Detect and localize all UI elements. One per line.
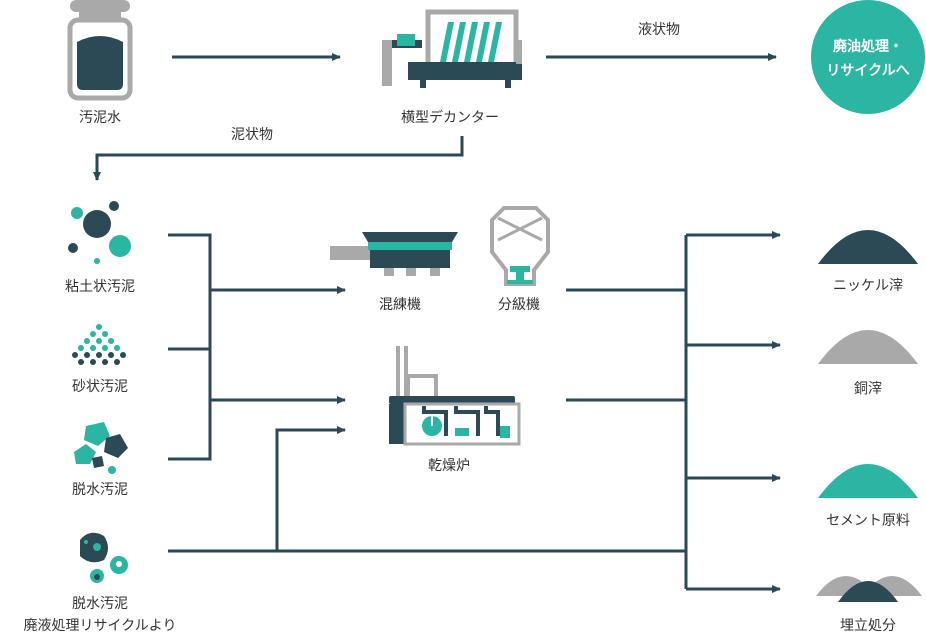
sludge-jar-icon: [67, 0, 133, 101]
kneader-icon: [330, 232, 458, 276]
clay-label: 粘土状汚泥: [65, 279, 135, 295]
nickel-slag-pile-icon: [818, 230, 918, 264]
arrow-recycle-to-dryer: [275, 426, 346, 551]
decanter-label: 横型デカンター: [401, 109, 499, 126]
liquid-label: 液状物: [638, 22, 680, 38]
cement-material-pile-icon: [818, 464, 918, 498]
sludge-label: 汚泥水: [79, 110, 121, 126]
line-clay: [168, 233, 212, 461]
arrow-decanter-to-clay: [93, 136, 464, 181]
dewatered-sludge-icon: [74, 422, 128, 474]
cement-label: セメント原料: [826, 513, 910, 529]
dewatered-label: 脱水汚泥: [72, 482, 128, 498]
kneader-label: 混練機: [379, 297, 421, 313]
dryer-icon: [389, 346, 521, 446]
dewatered-recycle-label-1: 脱水汚泥: [72, 596, 128, 612]
copper-label: 銅滓: [854, 380, 882, 397]
waste-oil-recycle-circle: [811, 0, 925, 114]
landfill-pile-icon: [816, 576, 922, 602]
dryer-label: 乾燥炉: [428, 458, 470, 474]
landfill-label: 埋立処分: [840, 618, 896, 633]
dewatered-sludge-recycle-icon: [80, 532, 128, 583]
muddy-label: 泥状物: [231, 127, 273, 143]
waste-oil-label-2: リサイクルへ: [826, 63, 909, 79]
clay-sludge-icon: [68, 201, 131, 264]
copper-slag-pile-icon: [818, 330, 918, 364]
classifier-icon: [490, 206, 550, 286]
sand-label: 砂状汚泥: [72, 379, 128, 395]
waste-oil-label-1: 廃油処理・: [833, 38, 903, 55]
dewatered-recycle-label-2: 廃液処理リサイクルより: [23, 617, 176, 633]
classifier-label: 分級機: [498, 297, 540, 313]
nickel-label: ニッケル滓: [833, 277, 903, 294]
sand-sludge-icon: [72, 324, 126, 365]
decanter-icon: [382, 9, 522, 88]
